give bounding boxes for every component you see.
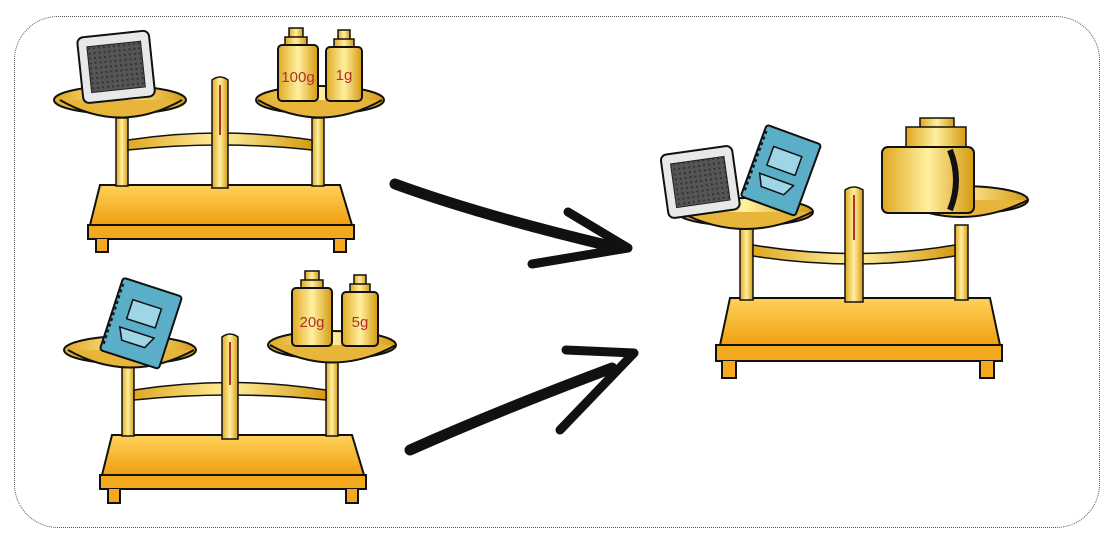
weight-100g: 100g (277, 27, 319, 102)
weight-5g: 5g (341, 274, 379, 347)
notebook-object (99, 277, 183, 370)
tablet-object (76, 29, 156, 104)
arrow-icon (404, 345, 639, 456)
arrow-icon (389, 178, 633, 269)
notebook-object (740, 124, 822, 217)
balance-scale-bottom: 20g 5g (63, 270, 397, 504)
balance-scale-result (659, 117, 1029, 379)
weight-1g: 1g (325, 29, 363, 102)
large-weight (881, 117, 975, 214)
balance-scale-top: 100g 1g (53, 27, 385, 253)
rounded-dotted-frame (14, 16, 1100, 528)
tablet-object (659, 145, 741, 219)
weight-20g: 20g (291, 270, 333, 347)
weight-label: 5g (352, 314, 369, 331)
weight-label: 100g (281, 69, 314, 86)
weight-label: 1g (336, 67, 353, 84)
weight-label: 20g (299, 314, 324, 331)
